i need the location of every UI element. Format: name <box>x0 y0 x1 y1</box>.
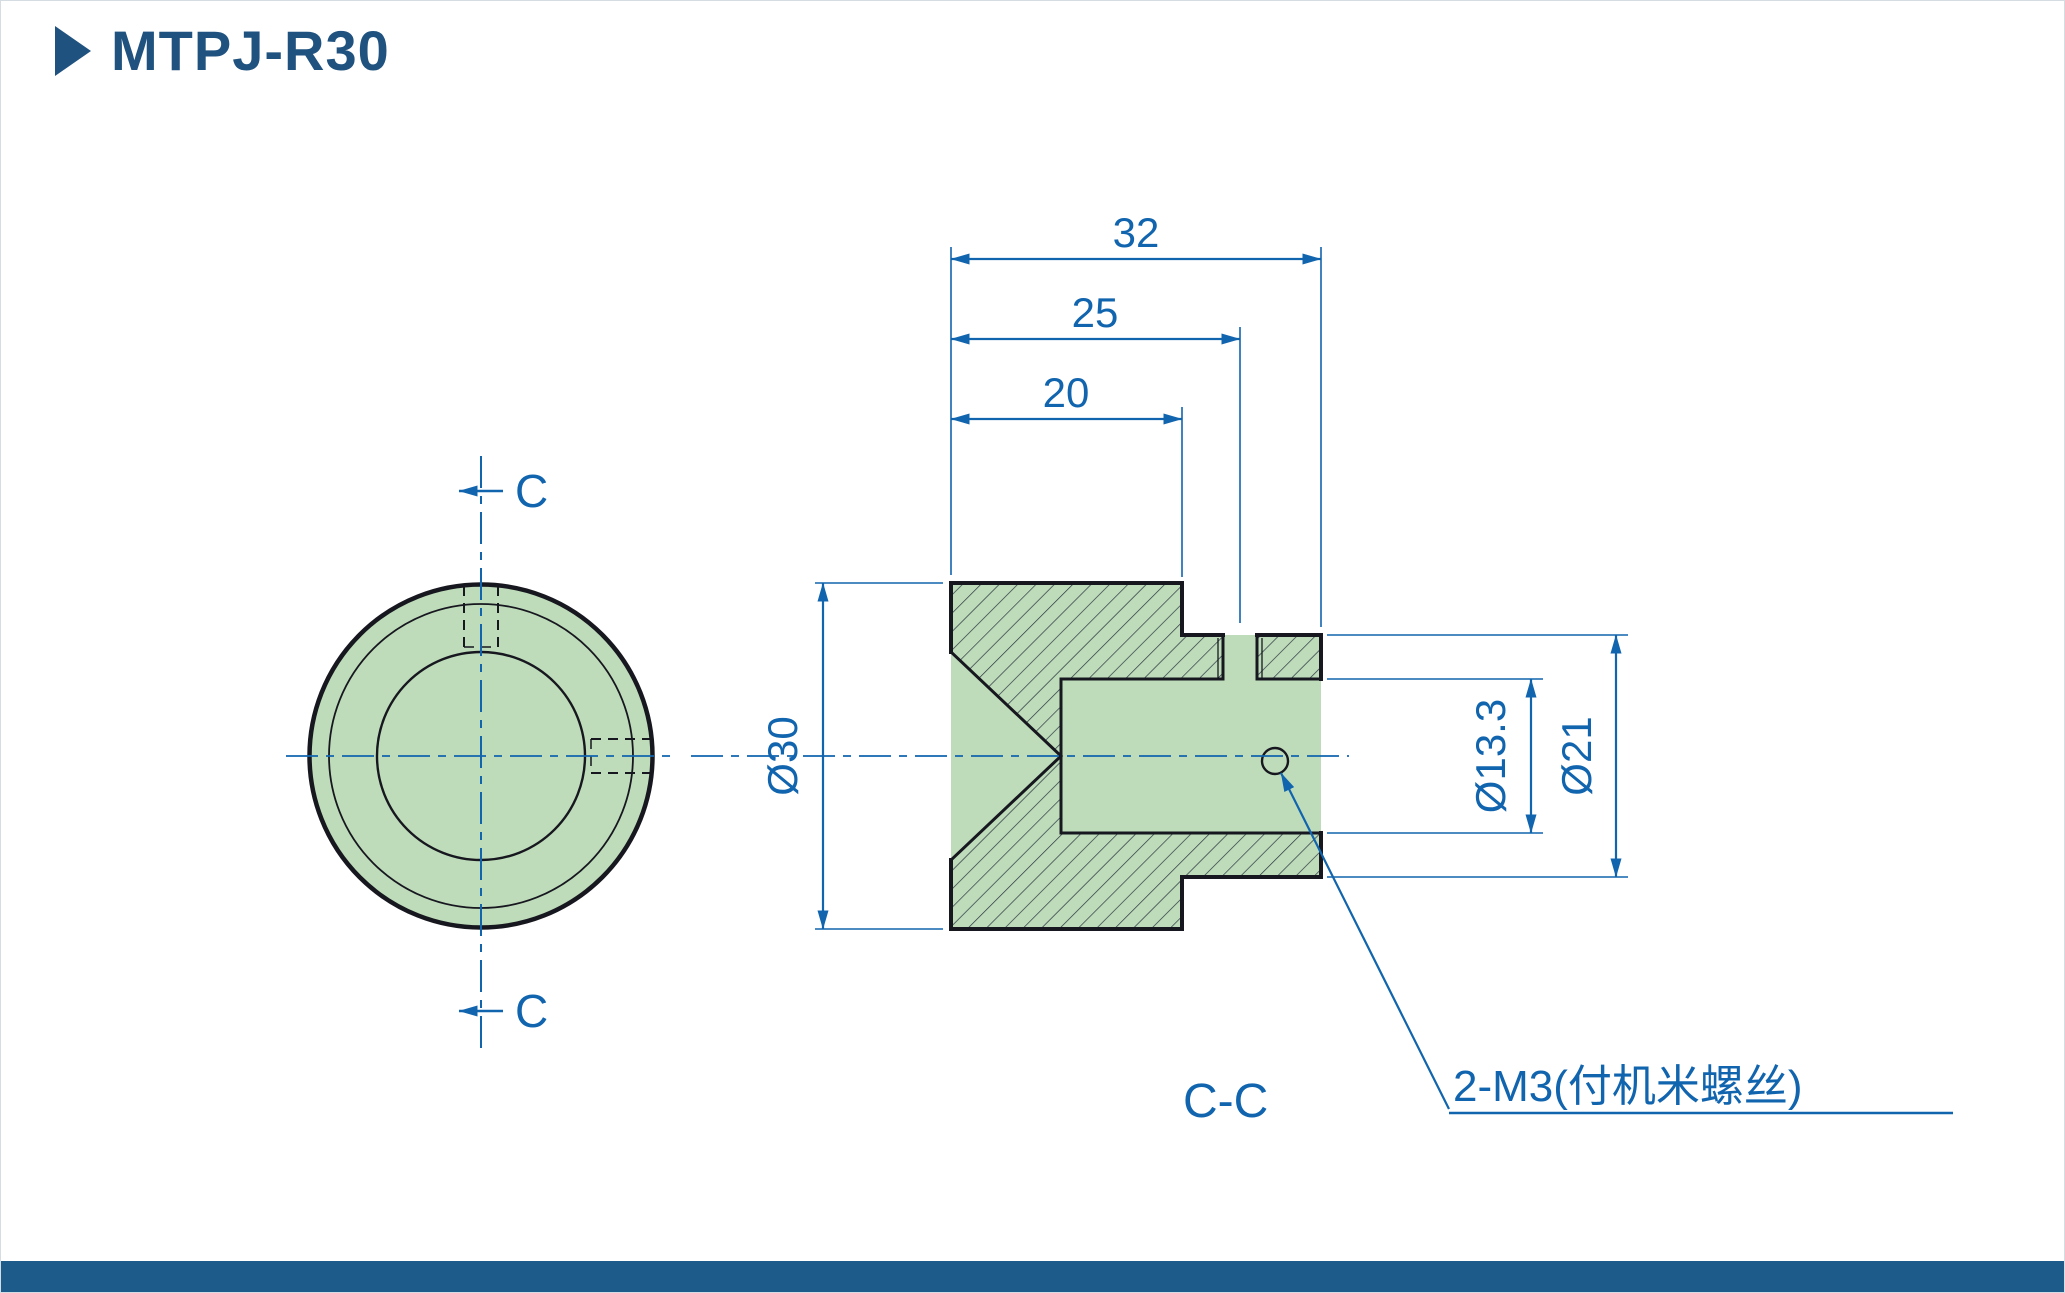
dim-d13-text: Ø13.3 <box>1467 699 1514 813</box>
dim-20-text: 20 <box>1043 369 1090 416</box>
set-screw-far-hole <box>1260 746 1290 776</box>
section-outline <box>949 581 1323 931</box>
cut-label-top: C <box>515 465 548 517</box>
cone-void <box>951 652 1061 860</box>
cut-label-bottom: C <box>515 985 548 1037</box>
front-view: C C <box>286 456 676 1056</box>
dimension-lines <box>817 253 1622 930</box>
dim-d21-text: Ø21 <box>1553 716 1600 795</box>
dim-32-text: 32 <box>1113 209 1160 256</box>
bore-outline <box>948 633 1323 863</box>
footer-accent-bar <box>1 1261 2064 1292</box>
page-title: MTPJ-R30 <box>111 19 390 82</box>
extension-lines <box>815 247 1628 930</box>
section-label: C-C <box>1183 1075 1268 1128</box>
set-screw-note-text: 2-M3(付机米螺丝) <box>1453 1062 1803 1111</box>
screw-channel-void <box>1223 635 1257 679</box>
title-arrow-icon <box>55 26 91 76</box>
dim-d30-text: Ø30 <box>759 716 806 795</box>
screw-thread-lines <box>1217 638 1263 679</box>
section-view <box>691 581 1349 931</box>
dimensions: 32 25 20 Ø30 Ø13.3 Ø21 2-M3(付机米螺丝) C-C <box>759 209 1953 1128</box>
set-screw-leader <box>1280 772 1450 1110</box>
dim-25-text: 25 <box>1072 289 1119 336</box>
title-block: MTPJ-R30 <box>55 23 390 79</box>
